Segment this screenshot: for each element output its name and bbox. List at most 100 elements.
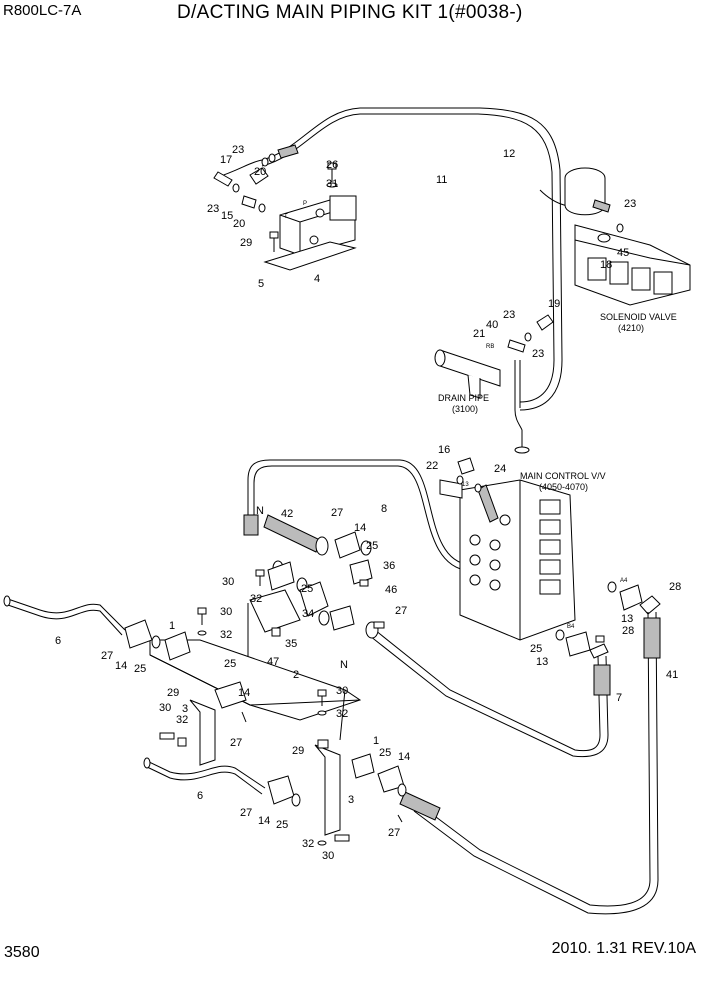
- mark-n-lower: N: [340, 659, 348, 671]
- part-number-callout: 32: [302, 838, 314, 850]
- mark-n-upper: N: [256, 505, 264, 517]
- part-number-callout: 29: [292, 745, 304, 757]
- drain-pipe-label: DRAIN PIPE: [438, 393, 489, 403]
- part-number-callout: 14: [115, 660, 127, 672]
- part-number-callout: 42: [281, 508, 293, 520]
- part-number-callout: 32: [220, 629, 232, 641]
- part-number-callout: 32: [176, 714, 188, 726]
- part-number-callout: 34: [302, 608, 314, 620]
- main-control-valve-ref: (4050-4070): [539, 482, 588, 492]
- part-number-callout: 15: [221, 210, 233, 222]
- part-number-callout: 23: [503, 309, 515, 321]
- part-number-callout: 3: [348, 794, 354, 806]
- part-number-callout: 28: [669, 581, 681, 593]
- part-number-callout: 25: [301, 583, 313, 595]
- part-number-callout: 25: [366, 540, 378, 552]
- part-number-callout: 23: [232, 144, 244, 156]
- part-number-callout: 1: [169, 620, 175, 632]
- part-number-callout: 30: [336, 685, 348, 697]
- part-number-callout: 32: [250, 593, 262, 605]
- part-number-callout: 27: [395, 605, 407, 617]
- part-number-callout: 14: [354, 522, 366, 534]
- part-number-callout: 45: [617, 247, 629, 259]
- hose-7: [365, 621, 611, 758]
- part-number-callout: 11: [436, 174, 447, 186]
- solenoid-valve-ref: (4210): [618, 323, 644, 333]
- pipe-6-lower: [143, 757, 301, 807]
- lower-flanges: [159, 607, 407, 846]
- pipe-6-upper: [3, 595, 191, 661]
- part-number-callout: 30: [222, 576, 234, 588]
- part-number-callout: 14: [398, 751, 410, 763]
- flanges-a4-b4: A4 B4: [555, 578, 661, 659]
- solenoid-valve-label: SOLENOID VALVE: [600, 312, 677, 322]
- part-number-callout: 18: [600, 259, 612, 271]
- page-number: 3580: [4, 944, 40, 961]
- part-number-callout: 14: [238, 687, 250, 699]
- part-number-callout: 23: [624, 198, 636, 210]
- part-number-callout: 46: [385, 584, 397, 596]
- part-number-callout: 25: [134, 663, 146, 675]
- model-name: R800LC-7A: [3, 2, 82, 19]
- part-number-callout: 6: [197, 790, 203, 802]
- bolt-26: [326, 162, 338, 188]
- part-number-callout: 27: [388, 827, 400, 839]
- part-number-callout: 6: [55, 635, 61, 647]
- part-number-callout: 32: [336, 708, 348, 720]
- solenoid-valve: [564, 167, 691, 306]
- part-number-callout: 27: [240, 807, 252, 819]
- port-b4-label: B4: [567, 624, 575, 630]
- part-number-callout: 26: [326, 159, 338, 171]
- page-title: D/ACTING MAIN PIPING KIT 1(#0038-): [177, 2, 523, 23]
- port-rb-label: RB: [486, 344, 494, 350]
- part-number-callout: 7: [616, 692, 622, 704]
- part-number-callout: 21: [473, 328, 485, 340]
- part-number-callout: 35: [285, 638, 297, 650]
- main-control-valve-label: MAIN CONTROL V/V: [520, 471, 606, 481]
- part-number-callout: 22: [426, 460, 438, 472]
- part-number-callout: 36: [383, 560, 395, 572]
- part-number-callout: 4: [314, 273, 320, 285]
- part-number-callout: 28: [622, 625, 634, 637]
- part-number-callout: 17: [220, 154, 232, 166]
- part-number-callout: 30: [322, 850, 334, 862]
- part-number-callout: 25: [530, 643, 542, 655]
- part-number-callout: 27: [331, 507, 343, 519]
- revision-date: 2010. 1.31 REV.10A: [551, 940, 696, 957]
- part-number-callout: 19: [548, 298, 560, 310]
- part-number-callout: 27: [230, 737, 242, 749]
- part-number-callout: 30: [220, 606, 232, 618]
- part-number-callout: 2: [293, 669, 299, 681]
- part-number-callout: 20: [254, 166, 266, 178]
- hose-8: [243, 459, 471, 572]
- part-number-callout: 1: [373, 735, 379, 747]
- part-number-callout: 20: [233, 218, 245, 230]
- part-number-callout: 31: [326, 178, 338, 190]
- part-number-callout: 25: [276, 819, 288, 831]
- part-number-callout: 27: [101, 650, 113, 662]
- drain-pipe-ref: (3100): [452, 404, 478, 414]
- hose-41: [399, 611, 661, 915]
- part-number-callout: 25: [379, 747, 391, 759]
- port-13-label: 13: [462, 482, 469, 488]
- part-number-callout: 12: [503, 148, 515, 160]
- part-number-callout: 41: [666, 669, 678, 681]
- part-number-callouts: 2317202631121123152029452345181923402123…: [55, 144, 681, 862]
- part-number-callout: 29: [167, 687, 179, 699]
- bolt-29: [269, 231, 279, 252]
- drain-pipe: [434, 314, 554, 454]
- port-a4-label: A4: [620, 578, 628, 584]
- upper-middle-assembly: [247, 514, 385, 680]
- port-t-label: T: [284, 214, 288, 220]
- main-control-valve: [439, 457, 576, 641]
- part-number-callout: 23: [532, 348, 544, 360]
- part-number-callout: 29: [240, 237, 252, 249]
- part-number-callout: 40: [486, 319, 498, 331]
- fittings-upper-left: [213, 144, 299, 213]
- port-p-label: P: [303, 201, 307, 207]
- block-4: P T: [263, 195, 357, 271]
- part-number-callout: 24: [494, 463, 506, 475]
- part-number-callout: 13: [621, 613, 633, 625]
- part-number-callout: 8: [381, 503, 387, 515]
